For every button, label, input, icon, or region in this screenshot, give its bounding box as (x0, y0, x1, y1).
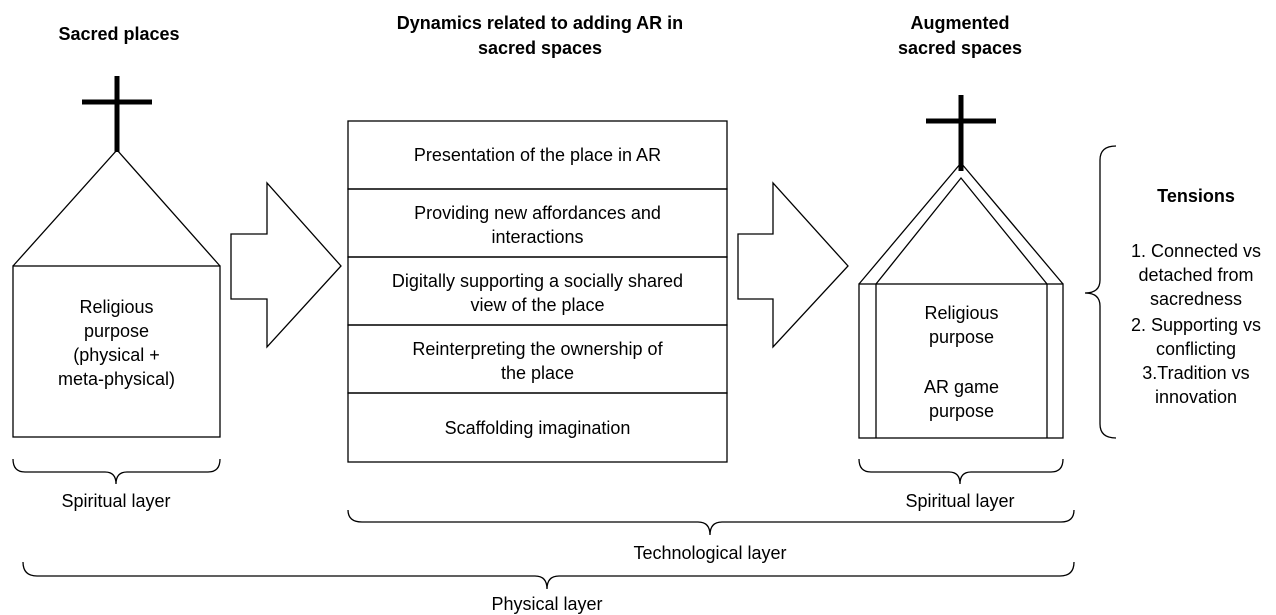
spiritual-left-brace (12, 458, 221, 485)
spiritual-layer-left-label: Spiritual layer (61, 491, 171, 511)
physical-brace (22, 561, 1075, 590)
spiritual-layer-right-label: Spiritual layer (905, 491, 1015, 511)
header-sacred-places: Sacred places (58, 24, 180, 44)
left-roof (12, 149, 221, 267)
tensions-line7: innovation (1154, 387, 1238, 407)
layer-braces (12, 458, 1075, 590)
dynamics-item-4-line2: the place (500, 363, 575, 383)
header-augmented-line1: Augmented (910, 13, 1010, 33)
right-purpose-b-line1: AR game (923, 377, 1000, 397)
left-purpose-line3: (physical + (73, 345, 160, 365)
tensions-line5: conflicting (1155, 339, 1237, 359)
dynamics-item-3-line1: Digitally supporting a socially shared (391, 271, 684, 291)
header-dynamics-line2: sacred spaces (477, 38, 603, 58)
header-augmented-line2: sacred spaces (897, 38, 1023, 58)
tensions-line3: sacredness (1149, 289, 1243, 309)
dynamics-item-1: Presentation of the place in AR (413, 145, 662, 165)
arrow-2 (737, 181, 849, 349)
physical-layer-label: Physical layer (491, 594, 603, 614)
right-purpose-a-line1: Religious (924, 303, 999, 323)
right-roof-inner (875, 176, 1048, 285)
tensions-title: Tensions (1157, 186, 1235, 206)
right-purpose-a-line2: purpose (928, 327, 995, 347)
dynamics-item-4-line1: Reinterpreting the ownership of (412, 339, 663, 359)
tensions-brace (1084, 145, 1117, 439)
dynamics-item-2-line2: interactions (491, 227, 584, 247)
dynamics-stack (347, 120, 728, 463)
left-church (12, 76, 221, 438)
arrow-1 (230, 181, 342, 349)
right-body (858, 283, 1064, 439)
tensions-line2: detached from (1138, 265, 1254, 285)
left-purpose-line4: meta-physical) (57, 369, 176, 389)
spiritual-right-brace (858, 458, 1064, 485)
right-purpose-b-line2: purpose (928, 401, 995, 421)
tensions-line1: 1. Connected vs (1130, 241, 1262, 261)
left-purpose-line1: Religious (79, 297, 154, 317)
header-dynamics-line1: Dynamics related to adding AR in (396, 13, 684, 33)
left-body (12, 265, 221, 438)
dynamics-item-3-line2: view of the place (470, 295, 605, 315)
dynamics-item-5: Scaffolding imagination (444, 418, 631, 438)
technological-layer-label: Technological layer (633, 543, 787, 563)
right-church (858, 95, 1064, 439)
dynamics-box-5 (347, 392, 728, 463)
tensions-line4: 2. Supporting vs (1130, 315, 1262, 335)
technological-brace (347, 509, 1075, 536)
right-roof-outer (858, 161, 1064, 285)
tensions-line6: 3.Tradition vs (1142, 363, 1250, 383)
left-purpose-line2: purpose (83, 321, 150, 341)
dynamics-item-2-line1: Providing new affordances and (414, 203, 661, 223)
